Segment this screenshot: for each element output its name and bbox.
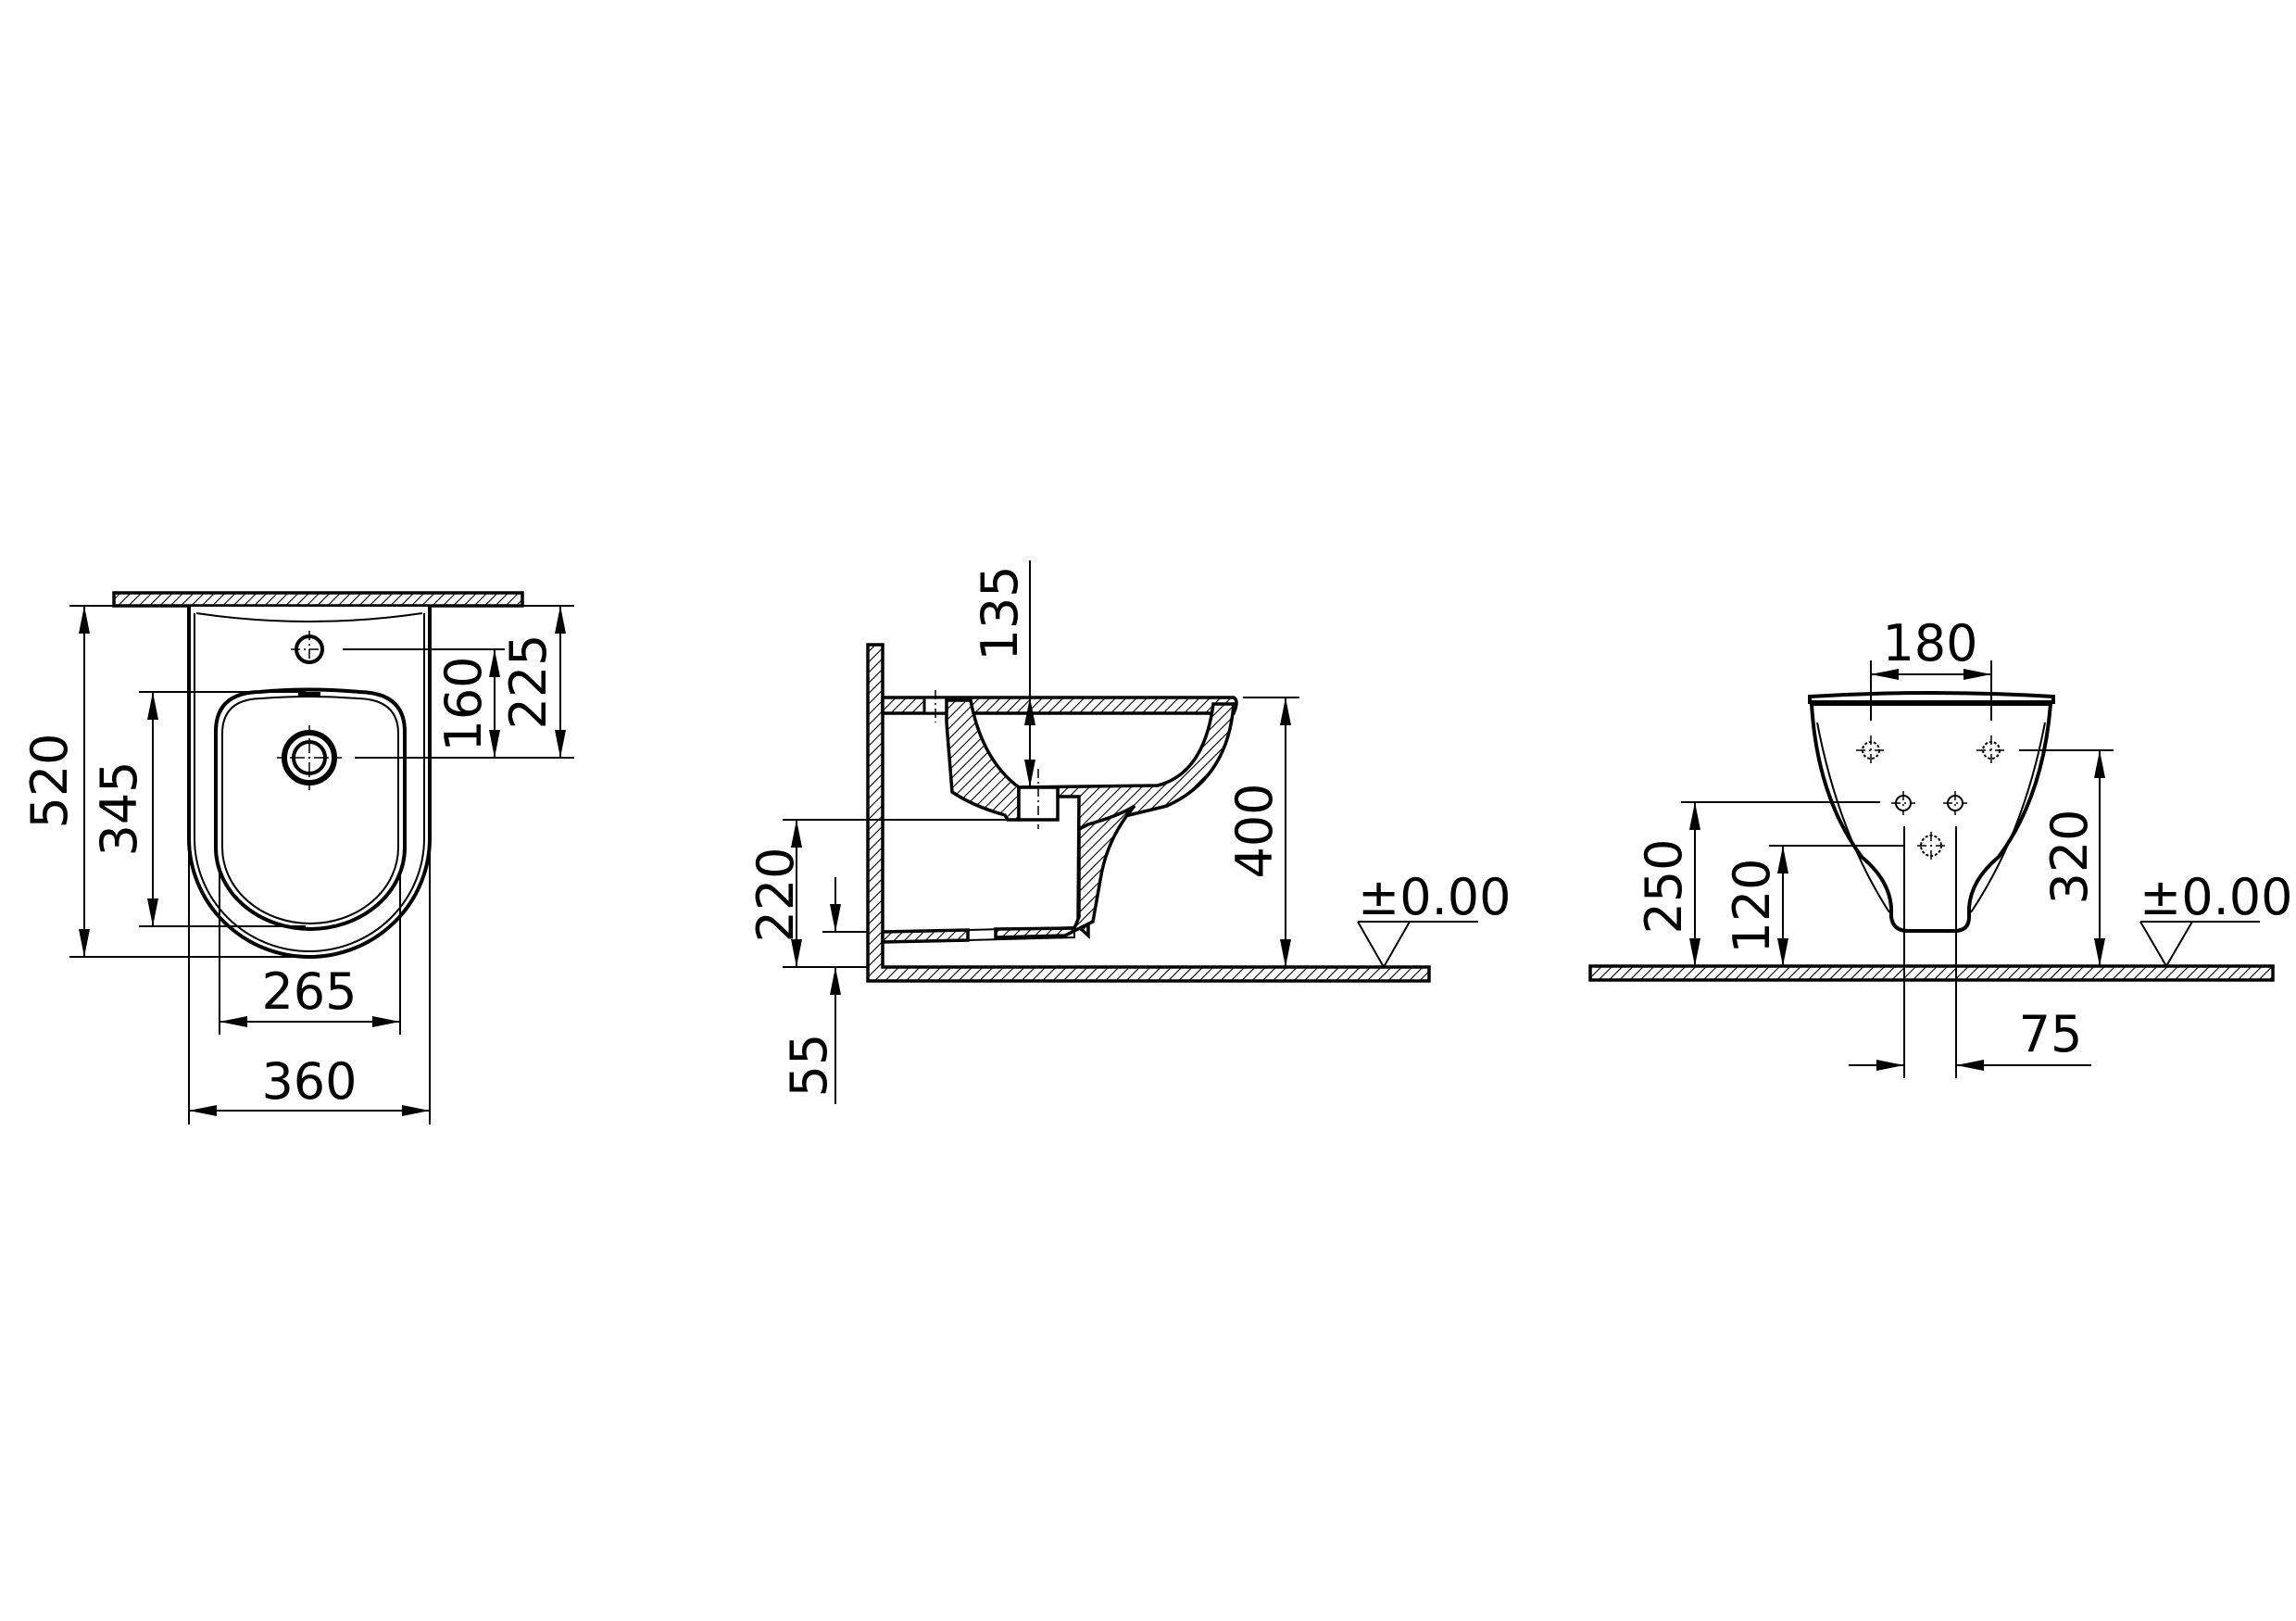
dim-overall-depth: 520 [20, 733, 79, 828]
fixing-hole-icon [1943, 791, 1967, 815]
dim-overall-width: 360 [261, 1052, 357, 1111]
dim-rim-height: 400 [1225, 783, 1284, 878]
dim-bowl-width: 265 [261, 962, 357, 1021]
level-marker-icon [1357, 921, 1478, 970]
dim-wall-to-drain: 225 [499, 634, 558, 729]
dim-outlet-offset: 75 [2019, 1005, 2083, 1063]
dim-outlet-height: 220 [747, 847, 805, 942]
level-label-side: ±0.00 [1358, 868, 1511, 926]
wall-floor-section [866, 643, 1431, 983]
bidet-front-outline [1809, 702, 2053, 933]
rim [1808, 691, 2055, 704]
dim-lower-fixing-height: 250 [1635, 838, 1693, 934]
side-view: 135 220 55 400 ±0.00 [747, 560, 1511, 1104]
level-marker-icon [2139, 921, 2260, 968]
fixing-hole-icon [1856, 735, 1886, 765]
fixing-hole-icon [1891, 791, 1915, 815]
floor-section [1588, 964, 2275, 982]
dim-fixing-spacing: 180 [1882, 614, 1977, 672]
front-view: 180 250 120 320 75 ±0.00 [1588, 614, 2292, 1078]
dim-side-bowl-depth: 135 [971, 565, 1029, 660]
outlet-hole-icon [1917, 832, 1945, 860]
fixing-hole-icon [1976, 735, 2006, 765]
top-view: 520 345 160 225 265 360 [20, 591, 574, 1125]
dim-outlet-height-front: 120 [1723, 858, 1781, 953]
level-label-front: ±0.00 [2139, 868, 2292, 926]
dim-tap-to-drain: 160 [434, 656, 493, 751]
dim-upper-fixing-height: 320 [2040, 809, 2099, 904]
dim-bottom-clearance: 55 [780, 1034, 838, 1098]
dim-bowl-depth: 345 [90, 760, 148, 856]
wall-section [112, 591, 524, 608]
